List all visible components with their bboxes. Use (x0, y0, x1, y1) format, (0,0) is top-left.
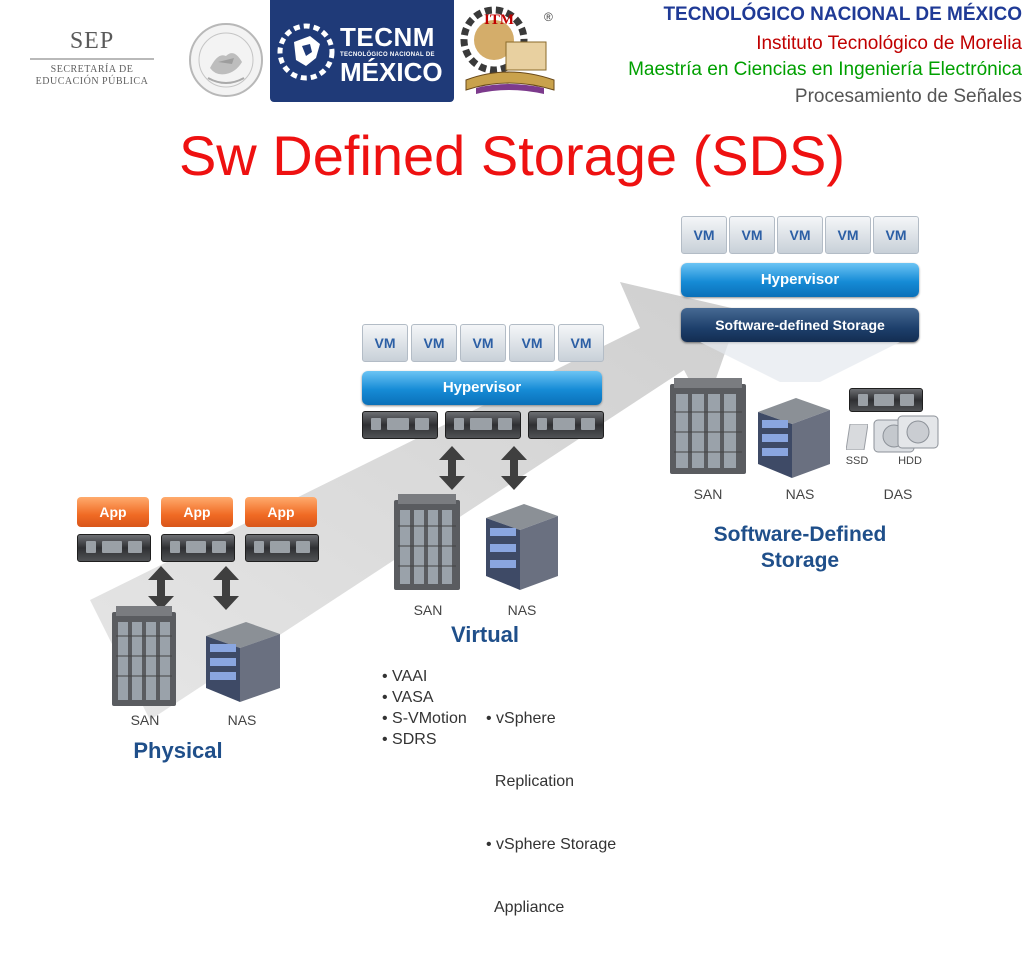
virtual-bullets-right: • vSphere Replication • vSphere Storage … (486, 666, 636, 960)
physical-nas-icon (206, 622, 280, 702)
software-defined-storage-bar: Software-defined Storage (681, 308, 919, 342)
header-line-course: Procesamiento de Señales (794, 86, 1022, 107)
virtual-san-label: SAN (413, 602, 443, 618)
sep-logo-subtitle-2: EDUCACIÓN PÚBLICA (35, 76, 149, 87)
virtual-section-label: Virtual (450, 622, 520, 647)
sds-vm-4: VM (825, 216, 871, 254)
physical-san-rack-icon (112, 606, 176, 706)
virtual-hypervisor-bar: Hypervisor (362, 371, 602, 405)
sds-vm-3: VM (777, 216, 823, 254)
sds-section-label-line-1: Software-Defined (713, 523, 887, 546)
virtual-vm-2: VM (411, 324, 457, 362)
header-line-tecnm: TECNOLÓGICO NACIONAL DE MÉXICO (663, 4, 1022, 25)
sds-section-label-line-2: Storage (760, 549, 840, 572)
physical-double-arrow-icon-1 (148, 566, 174, 610)
virtual-server-3 (528, 411, 604, 439)
header: SEP SECRETARÍA DE EDUCACIÓN PÚBLICA TECN… (0, 0, 1024, 110)
tecnm-logo-title: TECNM (340, 22, 435, 52)
sds-nas-icon (758, 398, 830, 478)
ssd-icon (846, 424, 868, 450)
sds-nas-label: NAS (785, 486, 815, 502)
physical-double-arrow-icon-2 (213, 566, 239, 610)
physical-san-label: SAN (130, 712, 160, 728)
physical-app-3: App (245, 497, 317, 527)
mexico-seal-icon (189, 23, 263, 97)
virtual-vm-3: VM (460, 324, 506, 362)
sds-section-label: Software-Defined Storage (690, 522, 910, 574)
bullet-vsphere: • vSphere (486, 710, 556, 727)
hdd-label: HDD (898, 455, 922, 467)
physical-app-2: App (161, 497, 233, 527)
virtual-server-2 (445, 411, 521, 439)
sds-vm-5: VM (873, 216, 919, 254)
physical-server-1 (77, 534, 151, 562)
header-line-institute: Instituto Tecnológico de Morelia (756, 33, 1022, 54)
bullet-svmotion: • S-VMotion (382, 710, 467, 727)
virtual-double-arrow-icon-2 (501, 446, 527, 490)
sep-logo-divider (30, 58, 154, 60)
bullet-sdrs: • SDRS (382, 731, 437, 748)
bullet-vaai: • VAAI (382, 668, 428, 685)
tecnm-logo-mexico: MÉXICO (340, 57, 443, 87)
sds-san-rack-icon (670, 378, 746, 474)
itm-emblem-icon (460, 6, 555, 94)
sds-das-server (849, 388, 923, 412)
virtual-nas-label: NAS (507, 602, 537, 618)
itm-logo-text: ITM (484, 12, 514, 28)
sds-funnel-shadow (700, 342, 900, 382)
sep-logo-text: SEP (69, 28, 115, 54)
virtual-bullets-left: • VAAI • VASA • S-VMotion • SDRS (382, 666, 492, 750)
tecnm-logo-subtitle: TECNOLÓGICO NACIONAL DE (340, 52, 435, 58)
virtual-server-1 (362, 411, 438, 439)
sds-vm-1: VM (681, 216, 727, 254)
header-line-program: Maestría en Ciencias en Ingeniería Elect… (628, 59, 1022, 80)
physical-server-3 (245, 534, 319, 562)
virtual-vm-1: VM (362, 324, 408, 362)
registered-mark: ® (544, 10, 553, 24)
tecnm-emblem-icon (277, 23, 335, 81)
physical-app-1: App (77, 497, 149, 527)
bullet-replication: Replication (486, 773, 575, 790)
sds-san-label: SAN (693, 486, 723, 502)
virtual-vm-5: VM (558, 324, 604, 362)
bullet-appliance: Appliance (486, 899, 565, 916)
ssd-label: SSD (845, 455, 869, 467)
hdd-icon (873, 415, 939, 453)
physical-nas-label: NAS (227, 712, 257, 728)
page-title: Sw Defined Storage (SDS) (178, 124, 846, 187)
sep-logo: SEP SECRETARÍA DE EDUCACIÓN PÚBLICA (22, 28, 162, 98)
sds-vm-2: VM (729, 216, 775, 254)
bullet-vasa: • VASA (382, 689, 434, 706)
virtual-nas-icon (486, 504, 558, 590)
sds-hypervisor-bar: Hypervisor (681, 263, 919, 297)
sds-das-label: DAS (883, 486, 913, 502)
itm-logo: ITM (458, 2, 560, 98)
physical-server-2 (161, 534, 235, 562)
sep-logo-subtitle-1: SECRETARÍA DE (50, 64, 134, 75)
tecnm-logo: TECNM TECNOLÓGICO NACIONAL DE MÉXICO (270, 0, 454, 102)
physical-section-label: Physical (133, 738, 223, 763)
virtual-vm-4: VM (509, 324, 555, 362)
virtual-san-rack-icon (394, 494, 460, 590)
virtual-double-arrow-icon-1 (439, 446, 465, 490)
bullet-vsphere-storage: • vSphere Storage (486, 836, 617, 853)
